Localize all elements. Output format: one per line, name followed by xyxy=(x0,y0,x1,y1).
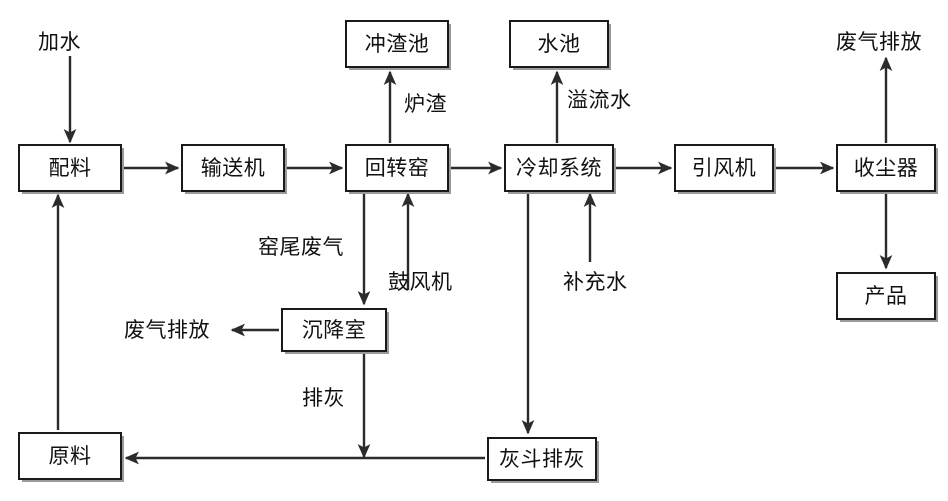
flow-label-yaoweifeiqi: 窑尾废气 xyxy=(258,235,344,259)
node-chanpin[interactable]: 产品 xyxy=(836,272,936,320)
flow-label-luzha: 炉渣 xyxy=(404,92,447,116)
node-label: 产品 xyxy=(864,283,908,308)
flow-label-feiqi-mid: 废气排放 xyxy=(124,318,210,342)
node-label: 配料 xyxy=(48,155,92,180)
node-chenjiangshi[interactable]: 沉降室 xyxy=(281,308,387,352)
node-yuanliao[interactable]: 原料 xyxy=(18,432,122,480)
node-shouchenqi[interactable]: 收尘器 xyxy=(836,144,936,192)
node-shuichi[interactable]: 水池 xyxy=(509,20,609,68)
node-chongzhachi[interactable]: 冲渣池 xyxy=(345,20,449,68)
node-label: 水池 xyxy=(537,31,581,56)
node-label: 沉降室 xyxy=(301,317,367,342)
flow-label-jiashui: 加水 xyxy=(38,30,81,54)
node-yinfengji[interactable]: 引风机 xyxy=(674,144,774,192)
node-lengque[interactable]: 冷却系统 xyxy=(504,144,614,192)
flow-label-paihui: 排灰 xyxy=(302,386,345,410)
node-label: 冲渣池 xyxy=(364,31,430,56)
flow-label-gufengji: 鼓风机 xyxy=(388,270,453,294)
node-huizhuanyao[interactable]: 回转窑 xyxy=(345,144,449,192)
node-label: 收尘器 xyxy=(853,155,919,180)
node-label: 回转窑 xyxy=(364,155,430,180)
flow-label-yiliushui: 溢流水 xyxy=(567,88,632,112)
node-label: 灰斗排灰 xyxy=(499,446,585,471)
flow-label-feiqi-top: 废气排放 xyxy=(836,30,922,54)
node-label: 输送机 xyxy=(200,155,266,180)
node-label: 原料 xyxy=(48,443,92,468)
node-huidou[interactable]: 灰斗排灰 xyxy=(487,437,597,481)
node-shusongji[interactable]: 输送机 xyxy=(181,144,285,192)
node-peiliao[interactable]: 配料 xyxy=(18,144,122,192)
node-label: 冷却系统 xyxy=(516,155,602,180)
flow-label-buchongshui: 补充水 xyxy=(563,270,628,294)
node-label: 引风机 xyxy=(691,155,757,180)
